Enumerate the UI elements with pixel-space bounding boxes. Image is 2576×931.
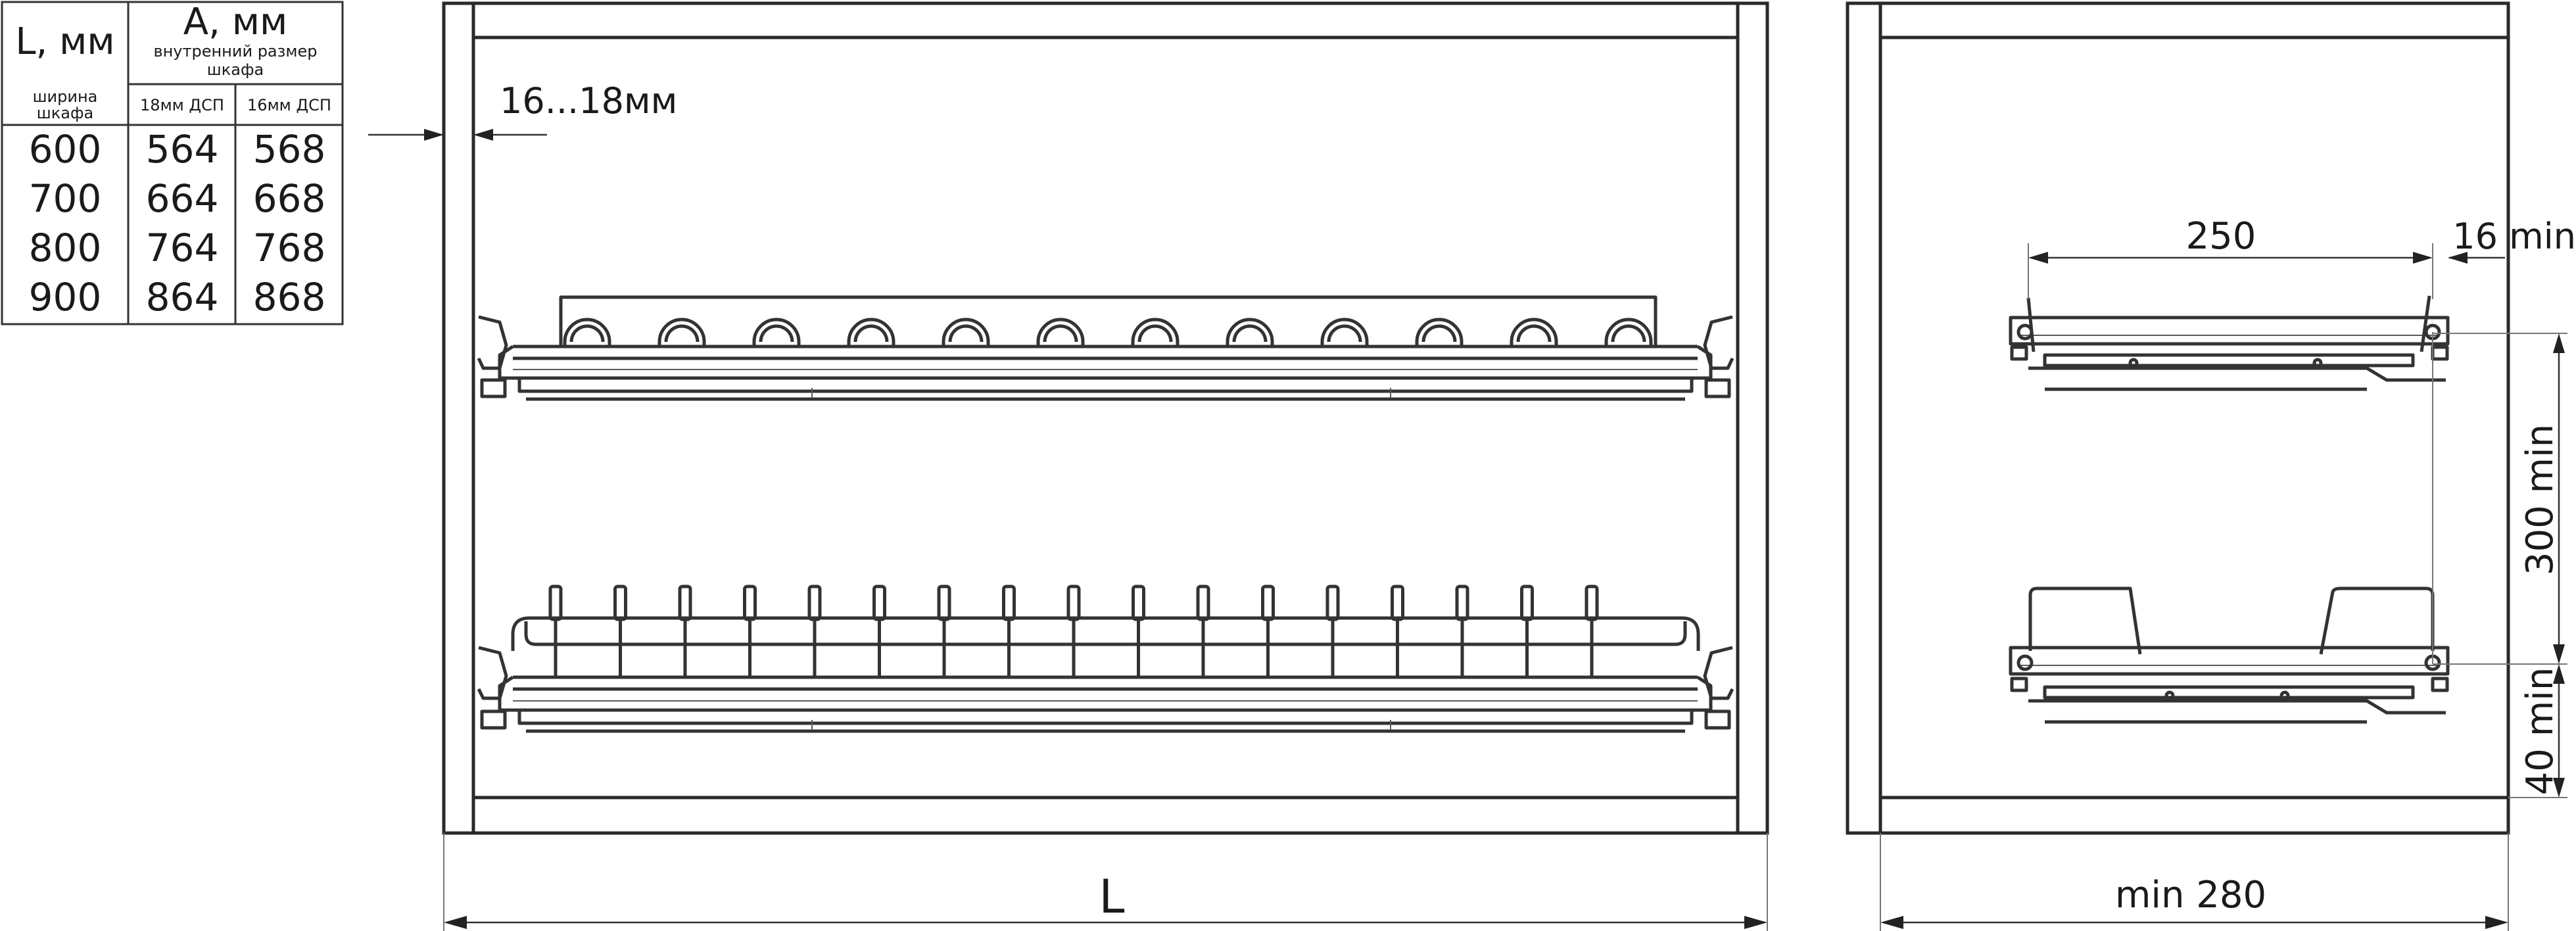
side-gap-label: 16...18мм [500,80,677,122]
table-cell-a18: 664 [146,176,219,221]
table-cell-a16: 868 [253,275,326,320]
side-top-panel [1878,1,2510,39]
table-header-a: A, мм [183,1,287,43]
cup-holder-peg [743,585,757,677]
table-row: 900 864 868 [29,275,326,320]
plate-holder-loop [657,318,706,346]
plate-holder-loop [752,318,801,346]
plate-holder-loop [942,318,990,346]
plate-holder-loop [1415,318,1464,346]
side-bottom-panel [1878,796,2510,835]
depth-250-label: 250 [2186,215,2256,258]
rear-gap-label: 16 min [2452,216,2576,257]
spacing-300-label: 300 min [2519,424,2562,575]
cup-holder-peg [1585,585,1599,677]
cup-holder-peg [1196,585,1210,677]
table-cell-l: 900 [29,275,102,320]
plate-holder-loop [847,318,895,346]
cup-holder-peg [872,585,886,677]
cabinet-left-wall [442,1,475,835]
dimension-table: L, мм A, мм внутренний размер шкафа шири… [1,1,344,325]
plate-holder-loop [1131,318,1180,346]
table-width-label-2: шкафа [37,104,93,122]
table-cell-a18: 564 [146,127,219,172]
side-basket-lower [2009,586,2450,724]
table-row: 800 764 768 [29,226,326,270]
cup-holder-peg [1455,585,1469,677]
cup-holder-peg [1391,585,1404,677]
side-back-wall [1846,1,1882,835]
bottom-gap-label: 40 min [2519,667,2562,796]
width-l-label: L [1099,870,1125,924]
cup-holder-peg [678,585,692,677]
plate-holder-loop [563,318,611,346]
cup-basket-lower [477,585,1734,733]
table-width-label-1: ширина [33,87,98,106]
table-cell-a16: 668 [253,176,326,221]
cup-holder-peg [1132,585,1145,677]
table-cell-l: 600 [29,127,102,172]
cup-holder-peg [1325,585,1340,677]
table-header-a-sub-2: шкафа [207,60,264,79]
table-cell-a16: 568 [253,127,326,172]
cup-holder-peg [613,585,627,677]
cup-holder-peg [1066,585,1081,677]
cup-holder-peg [1261,585,1275,677]
table-cell-a16: 768 [253,226,326,270]
plate-holder-loop [1510,318,1558,346]
table-cell-a18: 764 [146,226,219,270]
side-basket-upper [2009,295,2450,391]
plate-holder-loop [1604,318,1653,346]
min-depth-label: min 280 [2115,874,2266,917]
table-sub-16: 16мм ДСП [247,96,331,114]
table-cell-l: 700 [29,176,102,221]
cabinet-right-wall [1736,1,1769,835]
table-row: 600 564 568 [29,127,326,172]
cabinet-bottom-panel [471,796,1740,835]
plate-holder-loop [1036,318,1085,346]
cup-holder-peg [1520,585,1534,677]
table-cell-a18: 864 [146,275,219,320]
plate-basket-upper [477,295,1734,401]
plate-holder-loop [1226,318,1274,346]
plate-holder-loop [1320,318,1369,346]
table-sub-18: 18мм ДСП [140,96,224,114]
table-header-l: L, мм [15,20,114,63]
table-header-a-sub-1: внутренний размер [153,42,317,60]
side-view: 250 16 min 300 min 40 min min 280 [1846,1,2576,931]
front-view: 16...18мм [368,1,1769,931]
table-cell-l: 800 [29,226,102,270]
cabinet-top-panel [471,1,1740,39]
cup-holder-peg [937,585,951,677]
table-row: 700 664 668 [29,176,326,221]
cup-holder-peg [807,585,822,677]
cup-holder-peg [548,585,563,677]
cup-holder-peg [1002,585,1016,677]
